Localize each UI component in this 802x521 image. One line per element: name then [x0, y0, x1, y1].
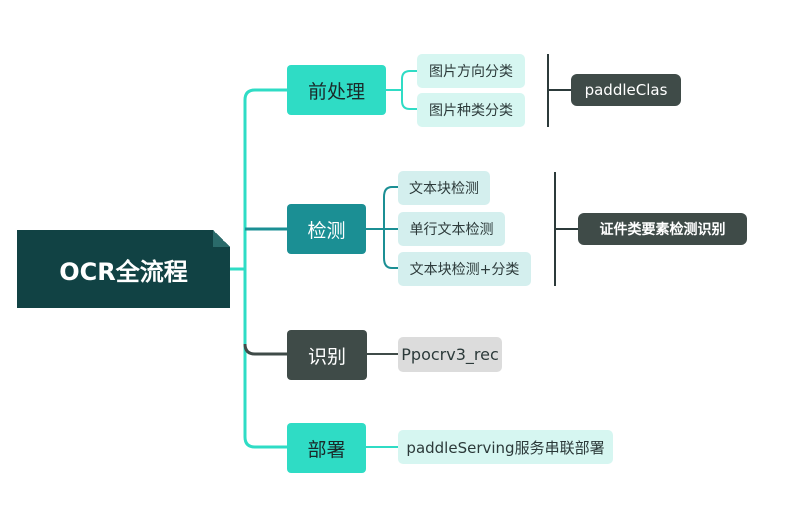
branch-detect[interactable]: 检测 — [287, 204, 366, 254]
connector-recognize — [243, 343, 287, 356]
connector-detect-children — [366, 186, 398, 269]
branch-deploy[interactable]: 部署 — [287, 423, 366, 473]
branch-preprocess-label: 前处理 — [307, 80, 365, 103]
child-single-line-detect[interactable]: 单行文本检测 — [398, 212, 505, 246]
tag-label: paddleClas — [584, 81, 668, 99]
child-text-block-detect[interactable]: 文本块检测 — [398, 171, 490, 205]
branch-deploy-label: 部署 — [307, 438, 346, 461]
child-label: 图片种类分类 — [429, 103, 513, 119]
child-image-orientation[interactable]: 图片方向分类 — [417, 54, 525, 88]
child-label: 文本块检测+分类 — [409, 262, 520, 278]
bracket-pre — [547, 54, 571, 127]
tag-label: 证件类要素检测识别 — [599, 222, 726, 238]
branch-detect-label: 检测 — [307, 219, 346, 242]
child-label: 单行文本检测 — [409, 222, 494, 238]
root-label: OCR全流程 — [59, 257, 188, 286]
child-image-type[interactable]: 图片种类分类 — [417, 93, 525, 127]
bracket-detect — [554, 172, 578, 286]
branch-preprocess[interactable]: 前处理 — [287, 65, 386, 115]
child-text-block-detect-classify[interactable]: 文本块检测+分类 — [398, 252, 531, 286]
branch-recognize[interactable]: 识别 — [287, 330, 367, 380]
child-label: paddleServing服务串联部署 — [406, 438, 605, 457]
child-label: Ppocrv3_rec — [401, 345, 499, 364]
child-label: 文本块检测 — [409, 181, 479, 197]
tag-id-element-detect[interactable]: 证件类要素检测识别 — [578, 213, 747, 245]
child-paddleserving-deploy[interactable]: paddleServing服务串联部署 — [398, 430, 613, 464]
connector-pre-children — [386, 70, 417, 110]
child-ppocrv3-rec[interactable]: Ppocrv3_rec — [398, 337, 502, 372]
connector-spine — [243, 88, 287, 449]
child-label: 图片方向分类 — [429, 64, 513, 80]
root-corner-fold — [213, 230, 230, 247]
root-node[interactable]: OCR全流程 — [17, 230, 230, 308]
tag-paddleclas[interactable]: paddleClas — [571, 74, 681, 106]
branch-recognize-label: 识别 — [307, 345, 346, 368]
